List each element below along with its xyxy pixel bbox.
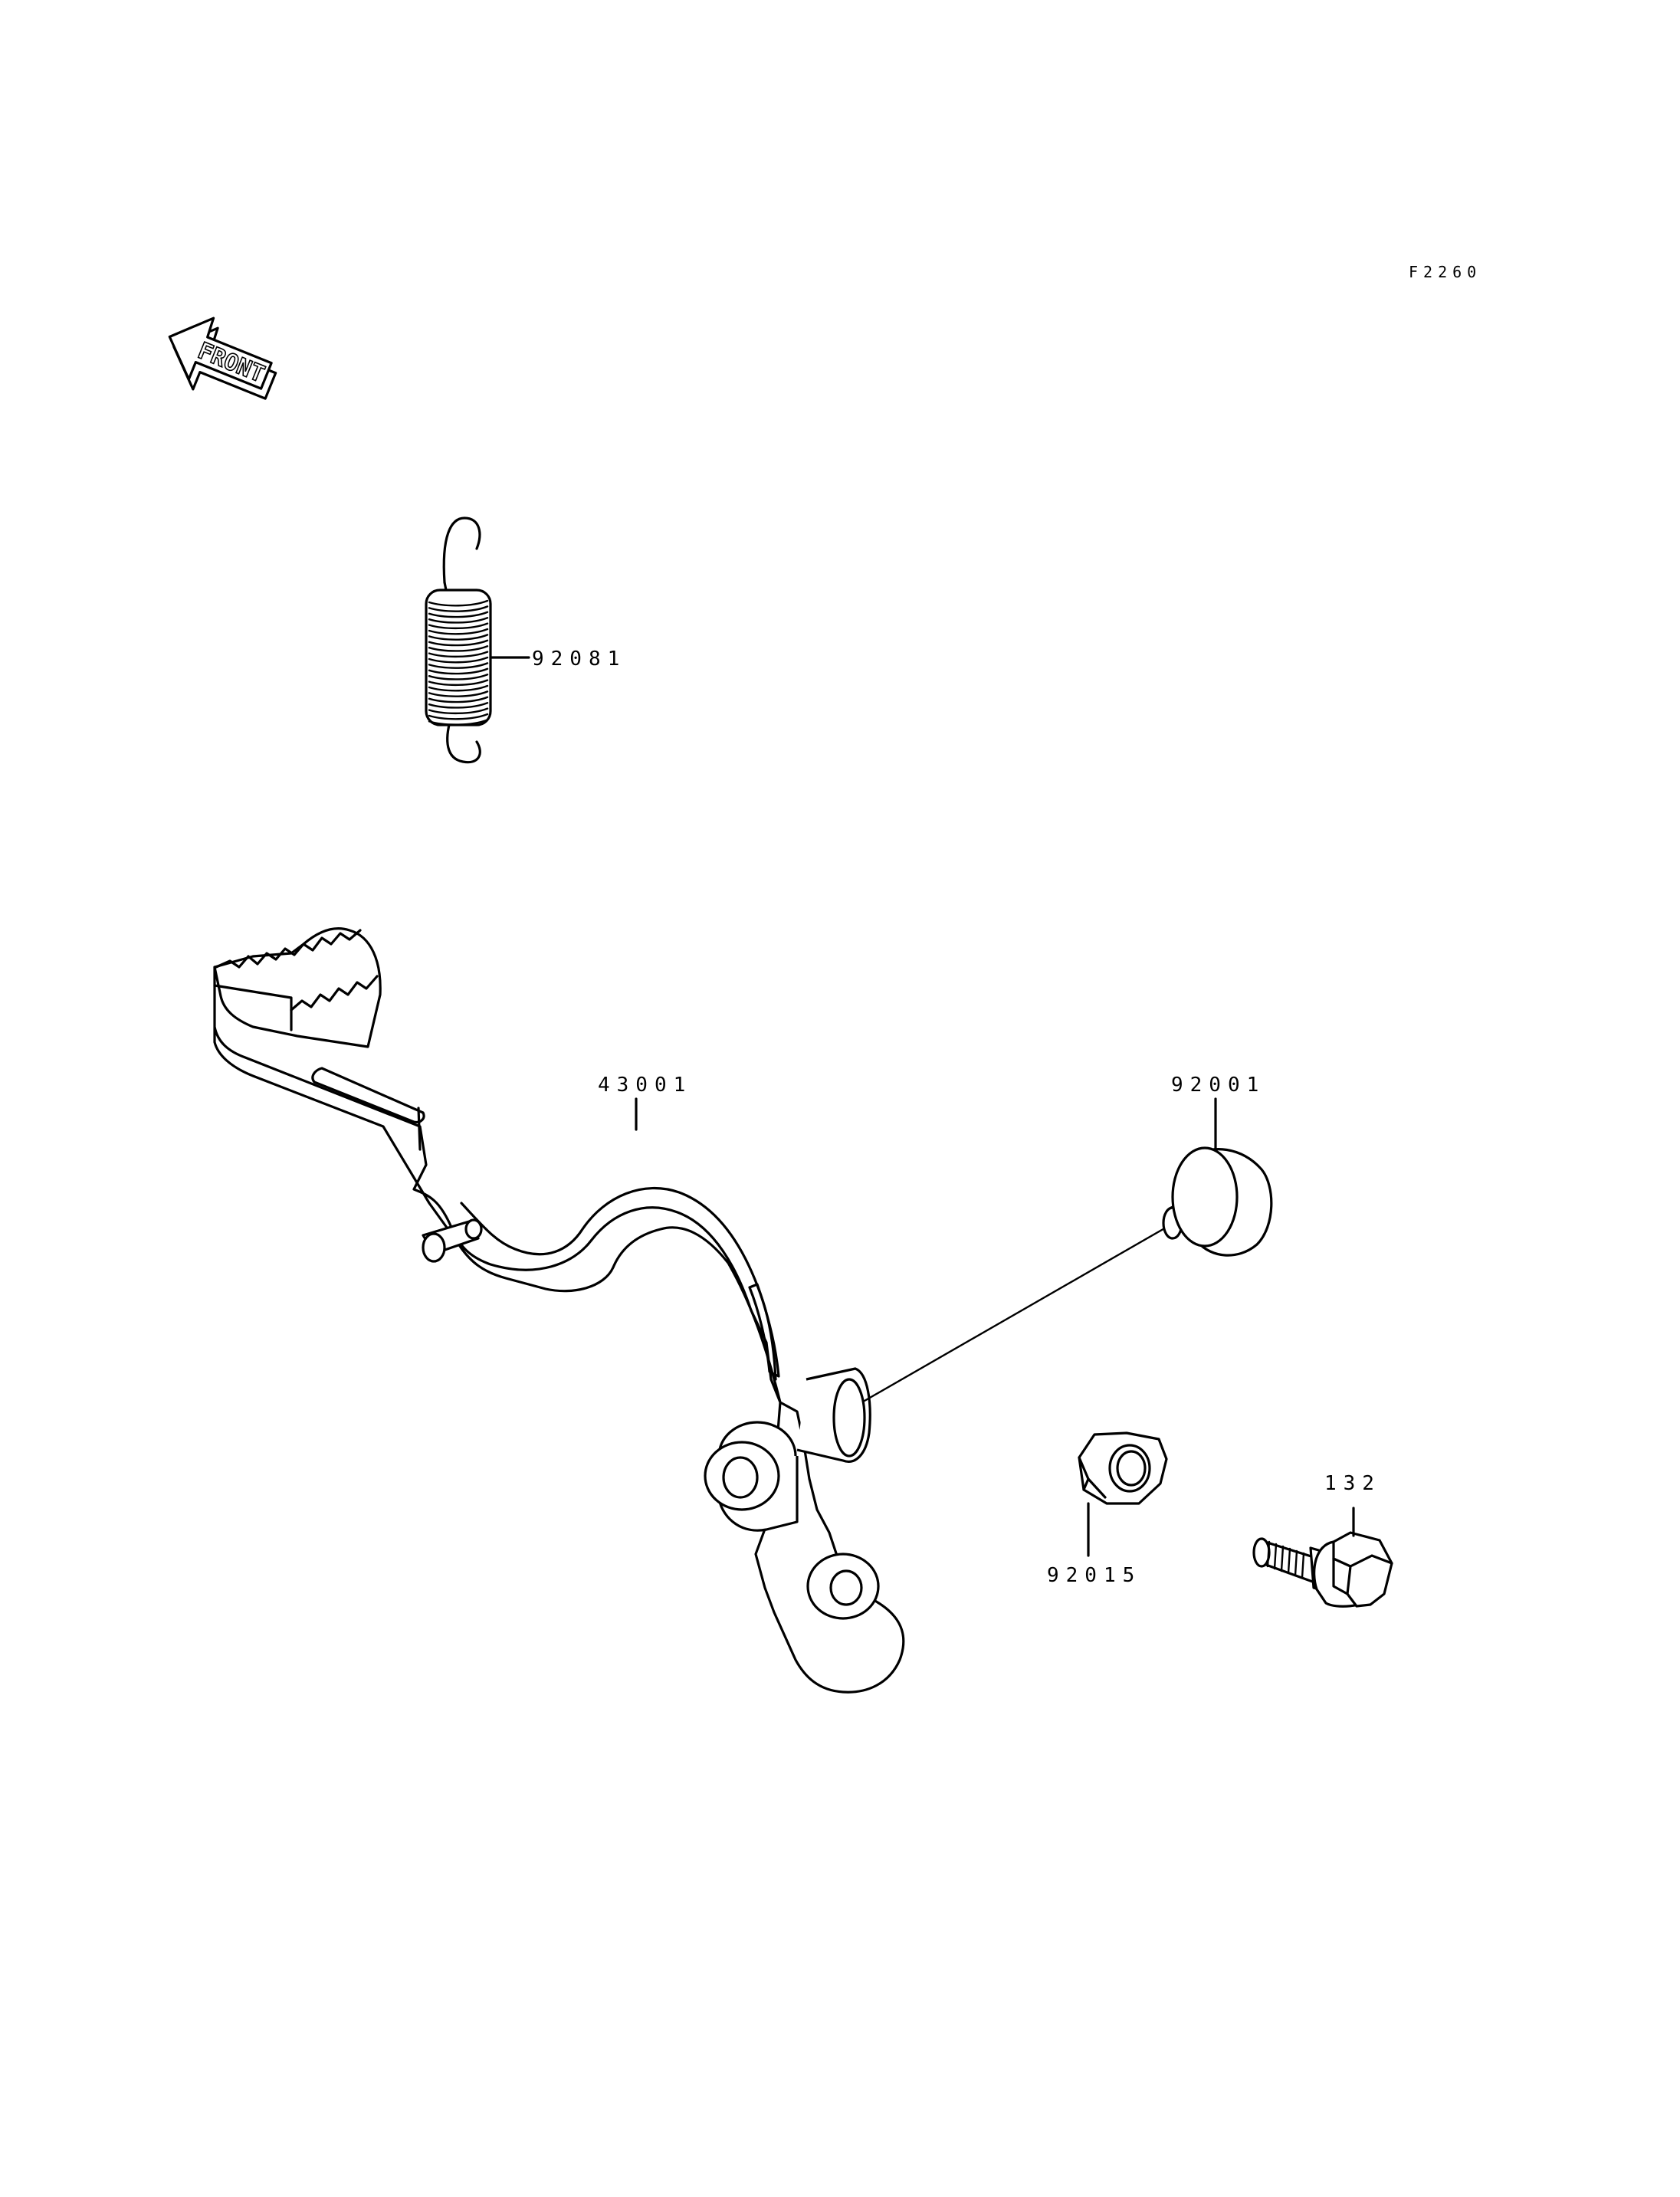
part-label-92015: 92015 <box>1047 1564 1141 1587</box>
spring-coil <box>428 667 489 675</box>
thread-line <box>1280 1545 1285 1572</box>
part-label-92081: 92081 <box>532 648 626 671</box>
spring-coil <box>428 645 489 652</box>
spring-coil <box>428 684 489 692</box>
spring-coil <box>428 707 489 715</box>
spring-coil <box>428 674 489 680</box>
part-label-43001: 43001 <box>598 1074 692 1097</box>
brake-pedal-43001: 43001 <box>213 927 905 1694</box>
spring-coil <box>428 696 489 703</box>
flange-bolt-132: 132 <box>1252 1472 1393 1608</box>
spring-coil <box>428 662 489 669</box>
spring-coil <box>428 651 489 658</box>
spring-coil <box>428 679 489 687</box>
spring-coil <box>428 622 489 630</box>
nut-92015: 92015 <box>1047 1431 1168 1587</box>
spring-coil <box>428 611 489 618</box>
thread-line <box>1301 1552 1305 1579</box>
spring-coil <box>428 605 489 612</box>
spring-92081: 92081 <box>425 516 626 764</box>
spring-coil <box>428 617 489 624</box>
spring-coil <box>428 628 489 635</box>
pivot-bolt-92001: 92001 <box>863 1074 1273 1402</box>
spring-coil <box>428 599 489 607</box>
spring-coil <box>428 634 489 641</box>
spring-coil <box>428 719 489 726</box>
spring-coil <box>428 690 489 697</box>
spring-coil <box>428 713 489 720</box>
thread-line <box>1273 1543 1278 1570</box>
part-label-132: 132 <box>1324 1472 1381 1495</box>
assembly-line <box>863 1223 1173 1402</box>
thread-line <box>1287 1547 1291 1575</box>
spring-coil <box>428 656 489 664</box>
spring-coil <box>428 702 489 709</box>
thread-line <box>1294 1549 1298 1577</box>
front-arrow-icon: FRONT <box>168 316 277 400</box>
spring-coil <box>428 639 489 647</box>
part-label-92001: 92001 <box>1171 1074 1265 1097</box>
thread-line <box>1266 1540 1271 1568</box>
figure-code: F2260 <box>1409 263 1481 281</box>
